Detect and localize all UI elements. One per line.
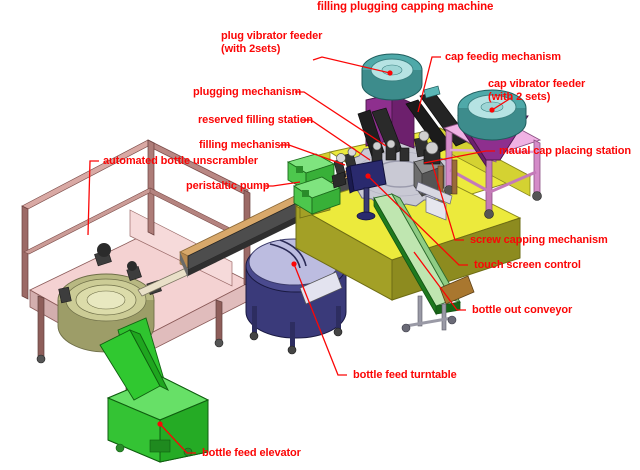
bottle-feed-elevator-graphic xyxy=(99,329,210,463)
label-peristaltic-pump: peristaltic pump xyxy=(186,180,270,192)
label-cap-vibrator-feeder: cap vibrator feeder (with 2 sets) xyxy=(488,78,585,103)
label-bottle-out-conveyor: bottle out conveyor xyxy=(472,304,573,316)
plugging-mechanism-graphic xyxy=(357,53,423,163)
label-touch-screen-control: touch screen control xyxy=(474,259,581,271)
label-automated-bottle-unscrambler: automated bottle unscrambler xyxy=(103,155,258,167)
label-cap-vibrator-feeder-line1: cap vibrator feeder xyxy=(488,78,586,90)
label-bottle-feed-elevator: bottle feed elevator xyxy=(202,447,301,459)
label-screw-capping-mechanism: screw capping mechanism xyxy=(470,234,608,246)
label-plug-vibrator-feeder-line2: (with 2sets) xyxy=(221,42,281,55)
label-filling-mechanism: filling mechanism xyxy=(199,139,291,151)
label-manual-cap-placing-station: maual cap placing station xyxy=(499,145,631,157)
label-plug-vibrator-feeder: plug vibrator feeder (with 2sets) xyxy=(221,30,322,55)
label-cap-feeding-mechanism: cap feedig mechanism xyxy=(445,51,561,63)
label-plugging-mechanism: plugging mechanism xyxy=(193,86,302,98)
diagram-title: filling plugging capping machine xyxy=(317,1,494,13)
label-plug-vibrator-feeder-line1: plug vibrator feeder xyxy=(221,30,323,42)
leader-lines xyxy=(87,56,512,454)
peristaltic-pump-graphic xyxy=(286,153,342,215)
label-reserved-filling-station: reserved filling station xyxy=(198,114,313,126)
label-cap-vibrator-feeder-line2: (with 2 sets) xyxy=(488,90,551,103)
label-bottle-feed-turntable: bottle feed turntable xyxy=(353,369,457,381)
